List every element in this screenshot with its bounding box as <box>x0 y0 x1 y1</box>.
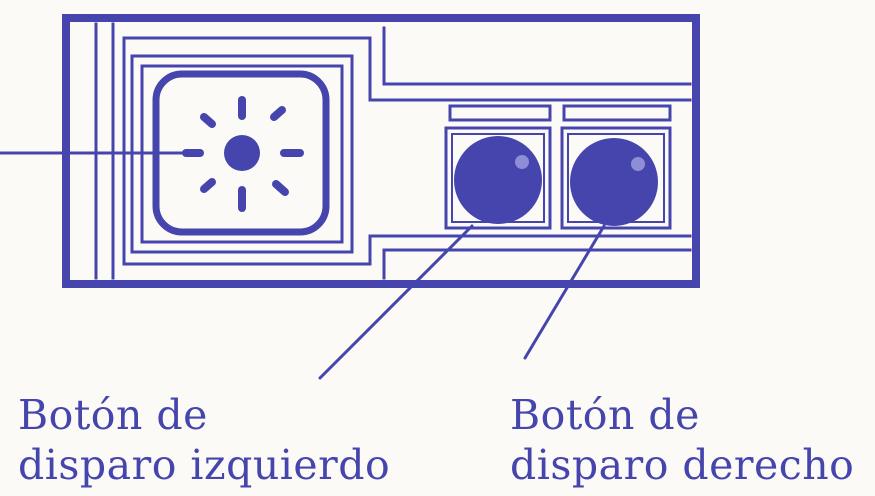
right-fire-button-label: Botón de disparo derecho <box>510 390 854 490</box>
button-slot <box>448 104 552 122</box>
label-line: disparo izquierdo <box>18 441 391 489</box>
left-fire-button[interactable] <box>444 126 552 230</box>
controller-body <box>62 14 700 288</box>
ball-button-icon <box>454 136 542 224</box>
label-line: Botón de <box>510 391 700 439</box>
right-fire-button[interactable] <box>560 126 672 230</box>
right-button-leader-line <box>523 224 606 360</box>
button-slots <box>448 104 672 122</box>
sun-icon <box>182 96 304 212</box>
ball-button-icon <box>570 138 658 226</box>
button-slot <box>562 104 672 122</box>
label-line: Botón de <box>18 391 208 439</box>
button-frame <box>560 126 672 230</box>
leader-lines <box>0 151 606 380</box>
controller-outline <box>62 14 700 288</box>
inner-panel-outline <box>122 36 692 266</box>
button-frame <box>444 126 552 230</box>
left-button-leader-line <box>318 224 474 380</box>
left-fire-button-label: Botón de disparo izquierdo <box>18 390 390 490</box>
label-line: disparo derecho <box>510 441 855 489</box>
